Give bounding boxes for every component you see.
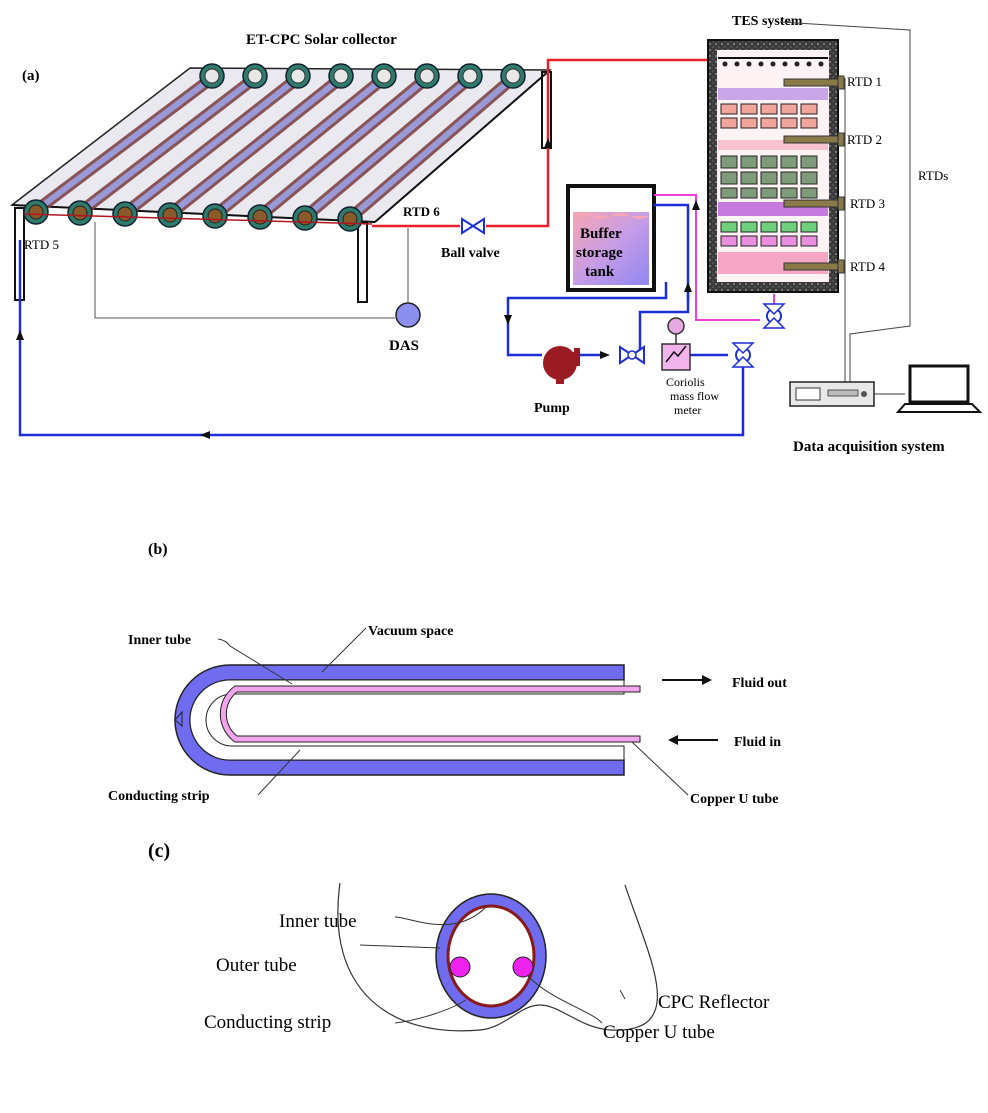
buffer-label-line2: storage — [576, 245, 623, 261]
coriolis-label-line3: meter — [674, 403, 701, 417]
copper-u-tube-label-b: Copper U tube — [690, 792, 778, 807]
conducting-strip-label-c: Conducting strip — [204, 1012, 331, 1033]
data-logger-icon — [790, 382, 905, 406]
pump-valve-icon — [620, 347, 644, 363]
copper-tube-right — [513, 957, 533, 977]
panel-c: (c) Inner tube Outer tube Conducting str… — [148, 840, 770, 1043]
inner-tube-label-b: Inner tube — [128, 633, 191, 648]
panel-b: (b) Inner tube Vacuum space Conducting s… — [108, 541, 787, 807]
data-acquisition-label: Data acquisition system — [793, 439, 945, 455]
copper-tube-left — [450, 957, 470, 977]
rtds-label: RTDs — [918, 168, 948, 183]
rtd6-label: RTD 6 — [403, 204, 440, 219]
tes-system: TES system — [708, 14, 885, 292]
das-icon — [95, 222, 420, 327]
solar-collector — [12, 64, 551, 302]
pump-label: Pump — [534, 401, 570, 416]
fluid-out-arrow-icon — [662, 675, 712, 685]
outer-tube-label-c: Outer tube — [216, 955, 297, 976]
rtd3-label: RTD 3 — [850, 196, 885, 211]
fluid-in-label: Fluid in — [734, 735, 781, 750]
rtd4-label: RTD 4 — [850, 259, 885, 274]
buffer-label-line1: Buffer — [580, 226, 622, 242]
panel-a-label: (a) — [22, 68, 40, 84]
fluid-out-label: Fluid out — [732, 676, 787, 691]
inner-tube-c — [448, 906, 534, 1006]
coriolis-label-line2: mass flow — [670, 389, 719, 403]
vacuum-space-label: Vacuum space — [368, 624, 453, 639]
collector-title: ET-CPC Solar collector — [246, 32, 397, 48]
cpc-reflector-label: CPC Reflector — [658, 992, 770, 1013]
coriolis-label-line1: Coriolis — [666, 375, 705, 389]
rtd1-label: RTD 1 — [847, 74, 882, 89]
conducting-strip-label-b: Conducting strip — [108, 789, 210, 804]
buffer-storage-tank: Buffer storage tank — [568, 186, 654, 290]
das-label: DAS — [389, 338, 419, 354]
rtd5-label: RTD 5 — [24, 237, 59, 252]
panel-b-label: (b) — [148, 541, 168, 558]
pump-icon — [543, 346, 580, 384]
panel-c-label: (c) — [148, 840, 170, 862]
tes-pump-valve-icon — [764, 304, 784, 328]
laptop-icon — [898, 366, 980, 412]
copper-u-tube-label-c: Copper U tube — [603, 1022, 715, 1043]
tes-title: TES system — [732, 14, 803, 29]
coriolis-meter-icon — [662, 318, 690, 370]
buffer-label-line3: tank — [585, 264, 615, 280]
inner-tube-label-c: Inner tube — [279, 911, 357, 932]
return-valve-icon — [733, 343, 753, 367]
ball-valve-label: Ball valve — [441, 246, 500, 261]
ball-valve-icon — [462, 219, 484, 233]
fluid-in-arrow-icon — [668, 735, 718, 745]
panel-a: (a) ET-CPC Solar collector — [12, 14, 980, 455]
rtd2-label: RTD 2 — [847, 132, 882, 147]
